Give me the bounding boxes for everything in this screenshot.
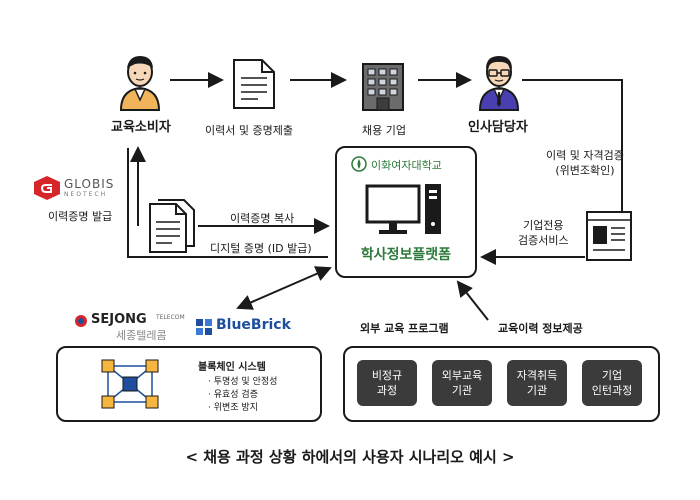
globis-sub: NEOTECH [64,191,108,198]
globis-mark-icon [34,176,60,200]
blockchain-feature: · 유효성 검증 [208,390,258,400]
hr-manager-person-icon [478,56,520,111]
line-digital-cert [127,148,328,258]
academic-platform-box: 이화여자대학교 학사정보플랫폼 [335,146,477,278]
blockchain-feature: · 투명성 및 안정성 [208,377,278,387]
external-programs-box: 비정규 과정 외부교육 기관 자격취득 기관 기업 인턴과정 [343,346,660,422]
company-building-icon [362,63,404,111]
ewha-emblem-icon [351,156,367,172]
sejong-mark-icon [75,315,87,327]
bluebrick-text: BlueBrick [216,317,291,333]
blockchain-title: 블록체인 시스템 [198,362,266,373]
platform-title: 학사정보플랫폼 [360,247,452,263]
company-label: 채용 기업 [362,124,406,137]
hr-manager-label: 인사담당자 [468,120,528,135]
program-item-noncredit: 비정규 과정 [357,360,417,406]
copy-document-icon [149,199,195,253]
computer-icon [365,184,441,234]
consumer-person-icon [119,56,161,111]
enterprise-service-label: 기업전용 검증서비스 [518,219,569,247]
digital-cert-label: 디지털 증명 (ID 발급) [210,242,312,255]
education-history-label: 교육이력 정보제공 [498,322,583,335]
external-programs-label: 외부 교육 프로그램 [360,322,449,335]
sejong-sub: TELECOM [156,314,185,321]
sejong-telecom-logo: SEJONG TELECOM 세종텔레콤 [74,312,194,342]
globis-text: GLOBIS [64,177,115,191]
verification-document-icon [586,211,632,261]
blockchain-system-box: 블록체인 시스템 · 투명성 및 안정성 · 유효성 검증 · 위변조 방지 [56,346,322,422]
arrow-programs-to-platform [456,280,489,321]
globis-logo: GLOBIS NEOTECH [34,176,134,200]
sejong-text: SEJONG [91,312,147,327]
blockchain-network-icon [101,359,159,409]
program-item-external-edu: 외부교육 기관 [432,360,492,406]
program-item-internship: 기업 인턴과정 [582,360,642,406]
arrow-blockchain-platform [236,266,332,310]
program-item-certification: 자격취득 기관 [507,360,567,406]
bluebrick-logo: BlueBrick [196,317,306,339]
sejong-korean: 세종텔레콤 [116,329,167,342]
verify-resume-label: 이력 및 자격검증 (위변조확인) [546,149,624,177]
resume-document-icon [233,59,275,109]
copy-resume-cert-label: 이력증명 복사 [230,212,295,225]
line-hr-to-verify [522,79,623,212]
issue-resume-cert-label: 이력증명 발급 [48,210,113,223]
blockchain-feature: · 위변조 방지 [208,403,258,413]
bluebrick-mark-icon [196,319,212,335]
university-name: 이화여자대학교 [371,159,442,172]
submit-resume-label: 이력서 및 증명제출 [205,124,293,137]
consumer-label: 교육소비자 [111,120,171,135]
blockchain-features: · 투명성 및 안정성 · 유효성 검증 · 위변조 방지 [208,376,277,415]
figure-caption: < 채용 과정 상황 하에서의 사용자 시나리오 예시 > [185,448,515,466]
